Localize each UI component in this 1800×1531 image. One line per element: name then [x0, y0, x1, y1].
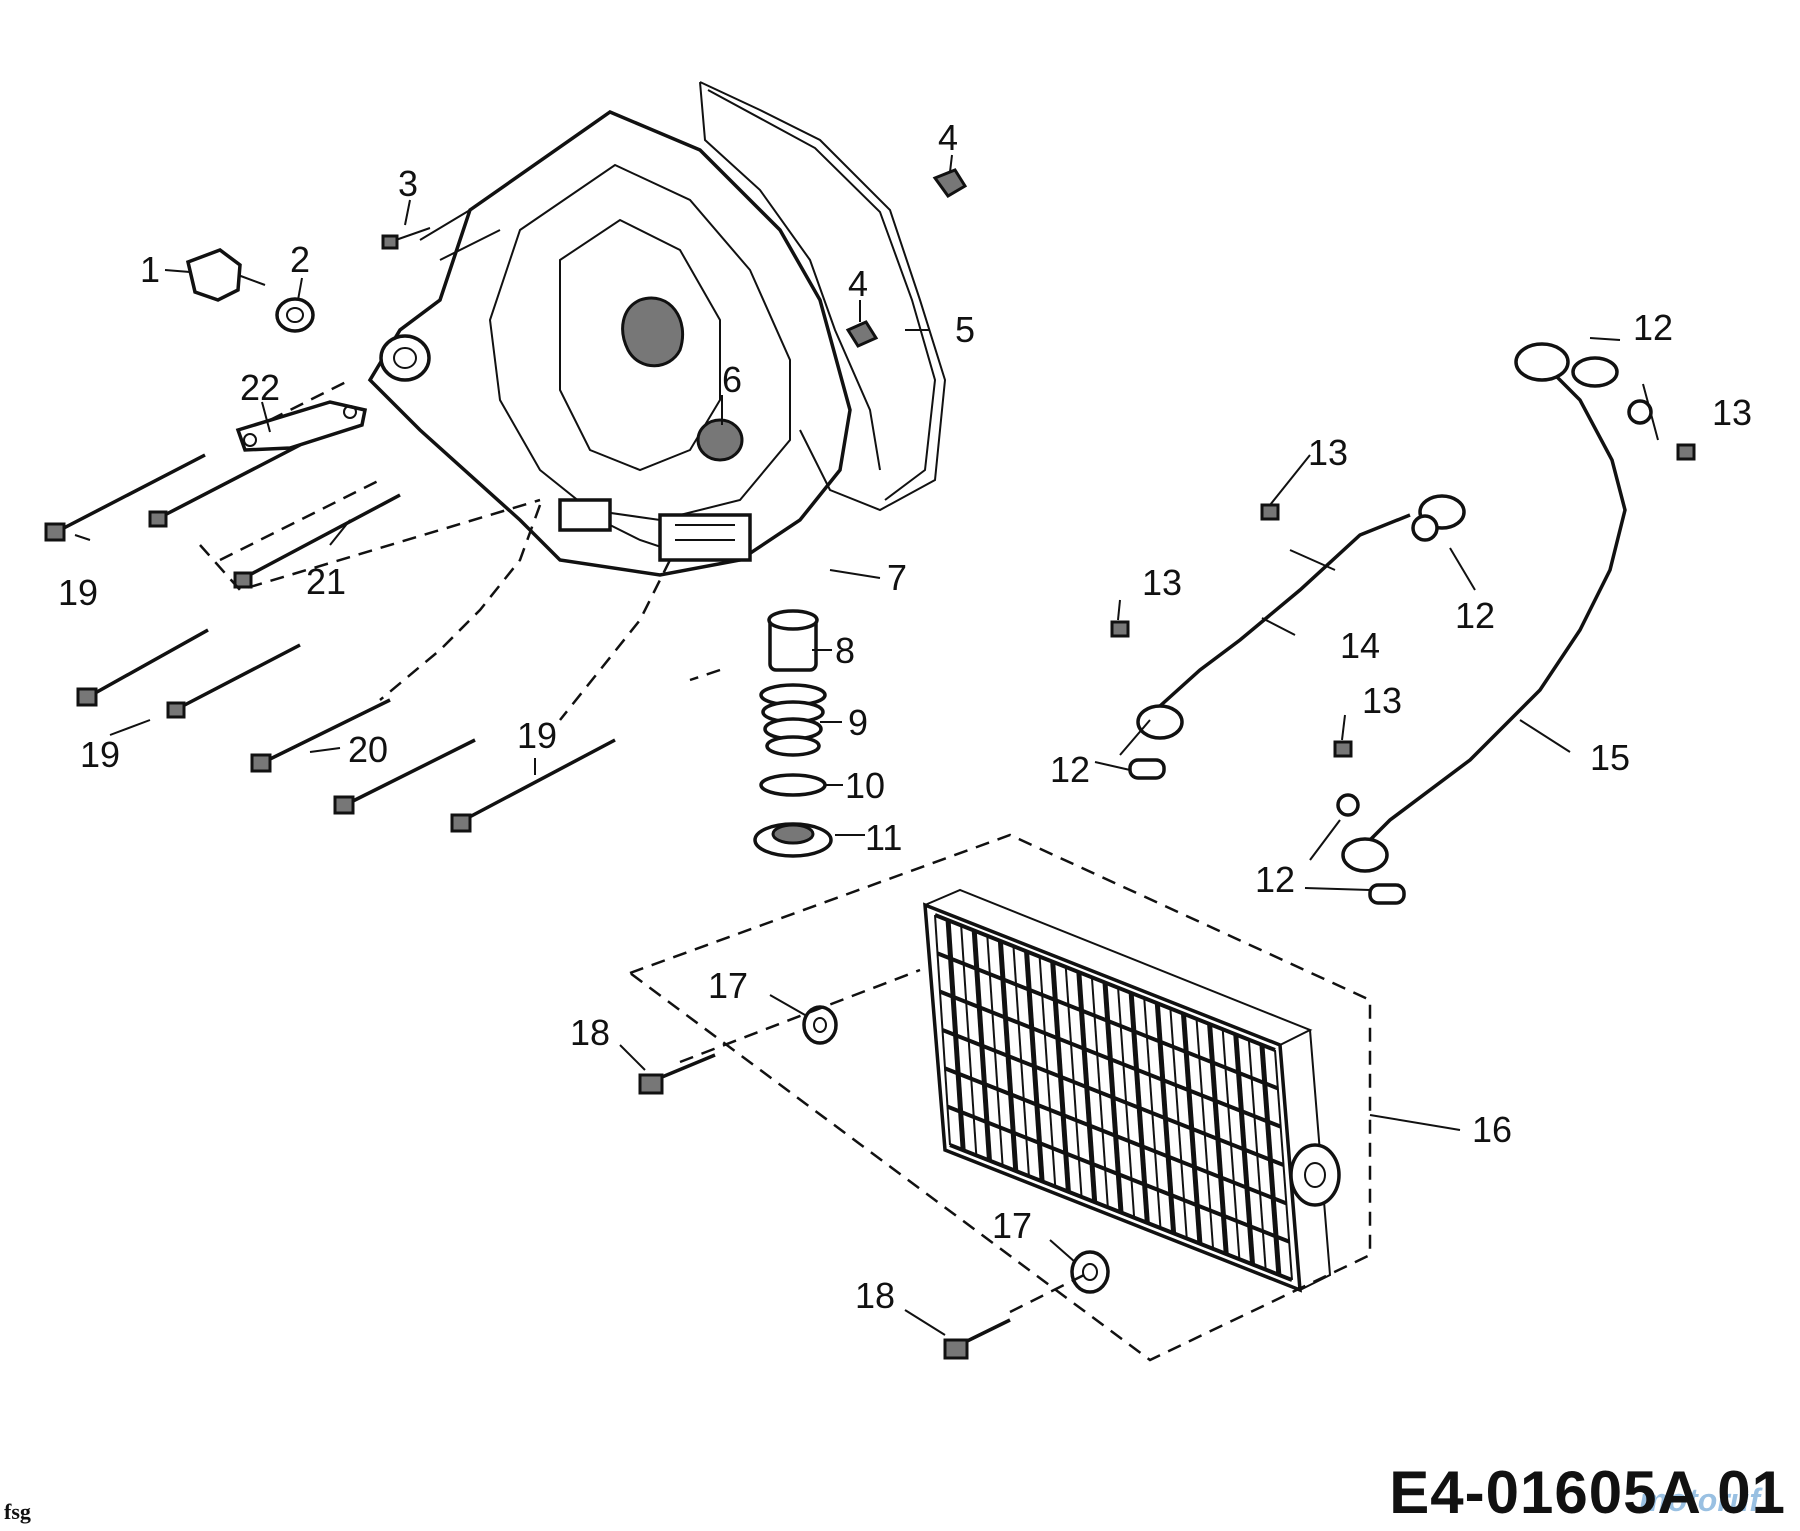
callout-5: 5 [955, 309, 975, 350]
callout-15: 15 [1590, 737, 1630, 778]
bolt-3 [381, 227, 431, 250]
lifting-bracket [235, 400, 368, 452]
callout-17-bottom: 17 [992, 1205, 1032, 1246]
plug-4-mid [845, 320, 879, 348]
drawing-code: E4-01605A 01 [1389, 1459, 1786, 1526]
callout-4-mid: 4 [848, 263, 868, 304]
callout-20: 20 [348, 729, 388, 770]
callout-10: 10 [845, 765, 885, 806]
callout-19-mid: 19 [80, 734, 120, 775]
callout-13-left: 13 [1142, 562, 1182, 603]
callout-19-top: 19 [58, 572, 98, 613]
callout-22: 22 [240, 367, 280, 408]
callout-12-bottom: 12 [1255, 859, 1295, 900]
callout-7: 7 [887, 557, 907, 598]
callout-12-left: 12 [1050, 749, 1090, 790]
callout-2: 2 [290, 239, 310, 280]
oil-cooler [923, 888, 1341, 1293]
oil-filter-stack [753, 609, 833, 858]
long-bolts [44, 443, 616, 833]
oil-line-15 [1333, 342, 1696, 905]
callout-13-bottom: 13 [1362, 680, 1402, 721]
breather-cap [185, 248, 266, 302]
callout-3: 3 [398, 163, 418, 204]
callout-17-top: 17 [708, 965, 748, 1006]
callout-labels: 1 2 3 4 4 5 6 7 8 9 10 11 12 12 12 12 13… [58, 117, 1752, 1316]
callout-1: 1 [140, 249, 160, 290]
callout-18-bottom: 18 [855, 1275, 895, 1316]
plug-4-top [932, 168, 968, 198]
cooler-fins [934, 913, 1293, 1282]
callout-4-top: 4 [938, 117, 958, 158]
crankcase-cover [367, 110, 852, 577]
callout-8: 8 [835, 630, 855, 671]
callout-16: 16 [1472, 1109, 1512, 1150]
seal-ring [275, 297, 315, 333]
oil-line-14 [1110, 494, 1512, 780]
callout-9: 9 [848, 702, 868, 743]
callout-13-line14: 13 [1308, 432, 1348, 473]
leader-lines [74, 154, 1659, 1336]
callout-12-line14: 12 [1455, 595, 1495, 636]
callout-11: 11 [865, 817, 902, 858]
watermark-logo: motoruf [1639, 1482, 1760, 1518]
callout-12-top-right: 12 [1633, 307, 1673, 348]
assembly-guide-lines [199, 378, 1372, 1362]
callout-21: 21 [306, 561, 346, 602]
gasket [699, 81, 947, 512]
callout-6: 6 [722, 359, 742, 400]
callout-13-top-right: 13 [1712, 392, 1752, 433]
callout-18-top: 18 [570, 1012, 610, 1053]
callout-19-right: 19 [517, 715, 557, 756]
callout-14: 14 [1340, 625, 1380, 666]
corner-mark: fsg [4, 1499, 31, 1524]
